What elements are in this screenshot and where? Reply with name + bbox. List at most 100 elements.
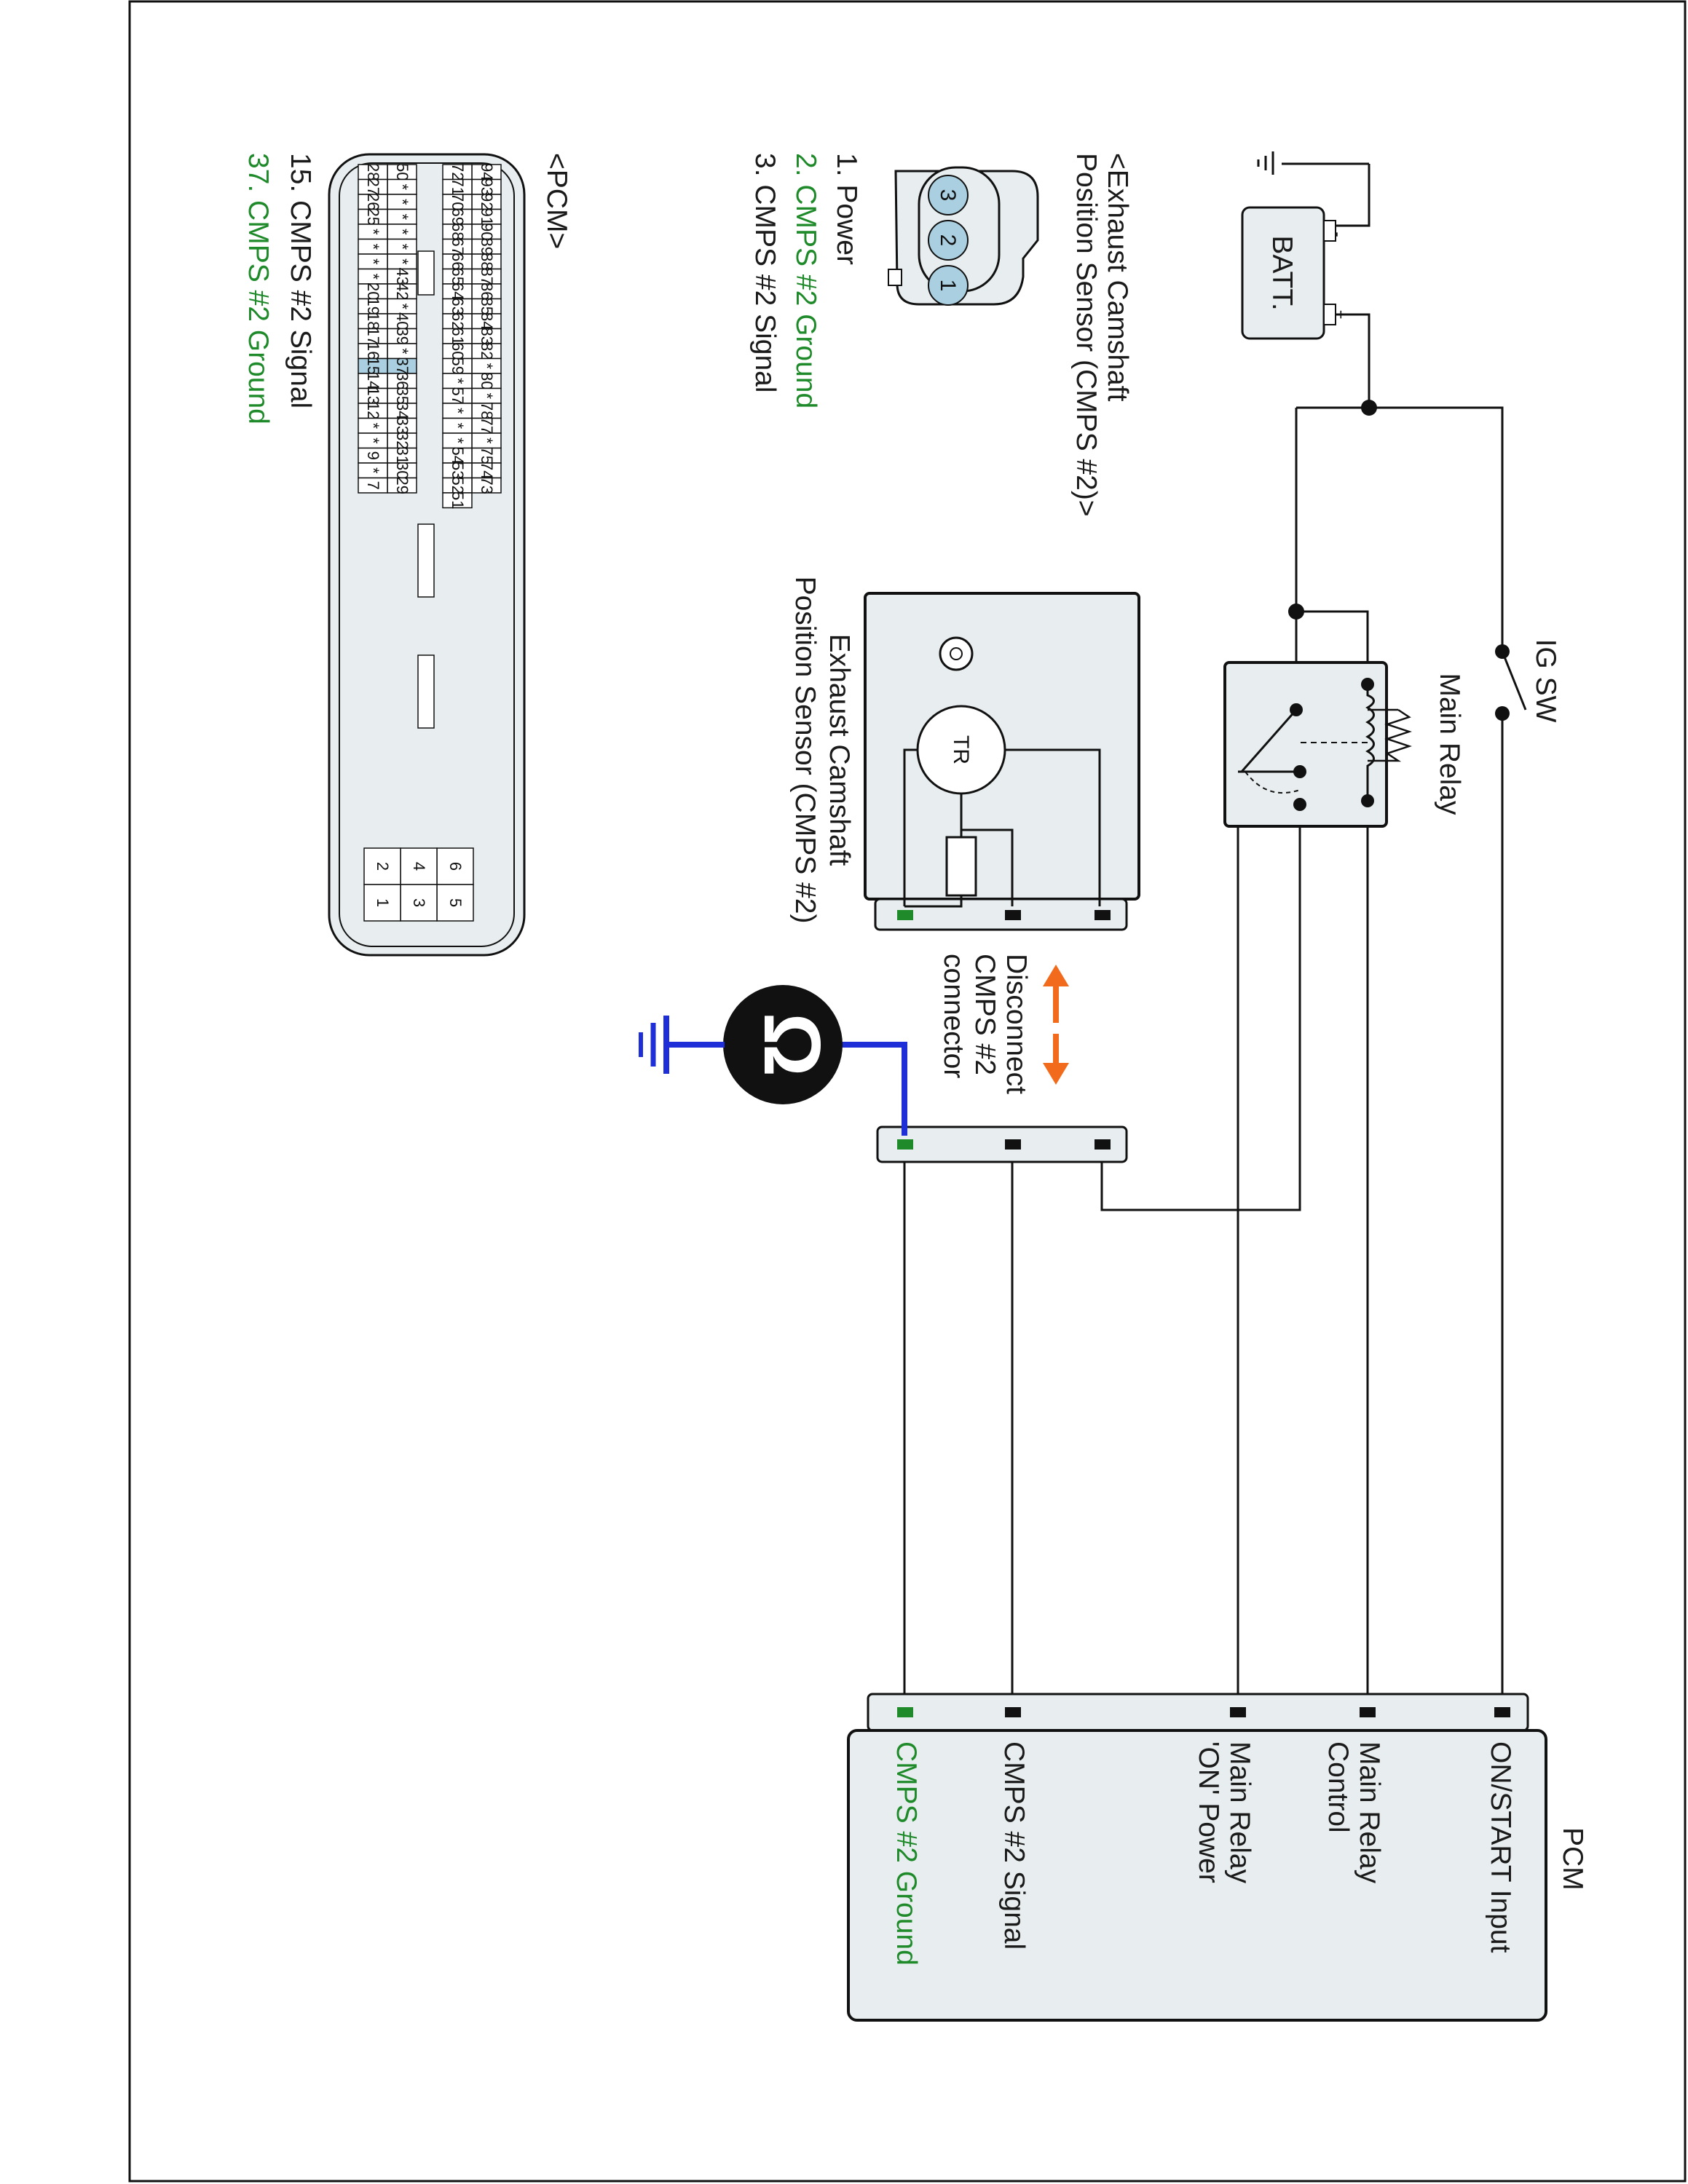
pcm-pin-number: * [364,229,382,235]
pcm-pin-grid: 94939291908988878685848382*80*7877*75747… [358,163,502,922]
ohmmeter-icon [723,985,843,1104]
pcm-terminal-label: 'ON' Power [1193,1741,1224,1883]
pcm-pin-number: 16 [364,342,382,360]
pcm-pin-number: * [393,199,411,205]
pcm-pin-number: 18 [364,312,382,330]
pcm-pin-number: 61 [449,328,467,345]
pcm-pin-number: 73 [478,477,496,494]
sensor-pin-desc: 3. CMPS #2 Signal [749,153,781,393]
ig-switch-label: IG SW [1530,639,1561,723]
pcm-pin-number: 9 [364,451,382,460]
harness-connector [876,1125,1128,1163]
pcm-pin-number: 32 [393,432,411,449]
pcm-latch [417,523,435,598]
pcm-pin-desc: 37. CMPS #2 Ground [242,153,274,424]
pcm-pin-number: * [478,438,496,444]
pcm-pin-desc: 15. CMPS #2 Signal [285,153,316,408]
wire-batt-minus [1331,164,1370,227]
pcm-pin-number: 67 [449,238,467,256]
main-relay-box [1223,661,1388,828]
pcm-pin-number: 30 [393,462,411,479]
sensor-connector-title: <Exhaust Camshaft [1102,153,1133,402]
pcm-pin-number: 53 [449,462,467,479]
pcm-pin-cell [358,477,388,494]
junction-relay [1288,604,1304,620]
main-relay: Main Relay [1223,661,1465,828]
pcm-pin-number: 94 [478,163,496,181]
pcm-pin-number: 68 [449,223,467,240]
pcm-latch [417,654,435,729]
pcm-pin-number: 80 [478,372,496,389]
pcm-pin-number: * [364,273,382,280]
exhaust-camshaft-sensor: TR Exhaust Camshaft Position Sensor (CMP… [789,577,1140,931]
battery-minus-label: - [1329,232,1347,237]
relay-switch-arm [1240,709,1298,772]
pcm-pin-number: 59 [449,357,467,375]
pcm-pin-number: 93 [478,178,496,196]
pcm-connector-face: <PCM> 94939291908988878685848382*80*7877… [242,153,572,957]
pcm-pin-number: 69 [449,208,467,226]
relay-resistor [1368,708,1412,762]
pcm-pin-number: 7 [364,481,382,490]
pcm-pin-number: 52 [449,477,467,494]
pcm-pin-number: * [364,258,382,265]
wire-relay-feed [1295,408,1369,684]
pcm-connector-strip [867,1693,1529,1732]
pcm-terminal-label: Main Relay [1354,1741,1385,1884]
pcm-pin-number: 51 [449,491,467,509]
page-frame [128,0,1687,2183]
junction-batt [1361,400,1377,416]
pcm-pin-number: 4 [410,862,428,871]
pcm-terminal-label: CMPS #2 Signal [998,1741,1030,1950]
pcm-pin-number: 89 [478,238,496,256]
meter-wire [841,1042,907,1136]
pcm-pin-number: * [449,422,467,429]
sensor-pin-desc: 1. Power [831,153,862,265]
pcm-terminal-label: Control [1322,1741,1354,1833]
svg-text:Disconnect: Disconnect [1001,954,1032,1094]
pcm-pin-number: * [393,303,411,309]
relay-coil [1365,684,1375,801]
pcm-pin-cell [363,884,401,922]
pcm-pin-number: 17 [364,328,382,345]
pcm-pin-number: 60 [449,342,467,360]
pcm-pin-number: 13 [364,387,382,405]
pcm-pin-number: 27 [364,178,382,196]
pcm-pin-cell [436,884,474,922]
pcm-module: PCM ON/START Input Main Relay Control Ma… [847,1693,1588,2022]
disconnect-arrows [1043,965,1069,1085]
pcm-pin-number: 57 [449,387,467,405]
pcm-pin-number: 54 [449,447,467,464]
pcm-pin-number: 75 [478,447,496,464]
pcm-pin-number: 20 [364,282,382,300]
sensor-connector-title: Position Sensor (CMPS #2)> [1070,153,1102,517]
pcm-pin-number: 84 [478,312,496,330]
pcm-pin-number: 88 [478,253,496,270]
svg-text:CMPS #2: CMPS #2 [969,954,1001,1075]
pcm-pin-number: * [393,213,411,220]
wires [903,164,1504,1711]
battery-plus-label: + [1332,310,1350,320]
pcm-pin-number: 3 [410,898,428,907]
pcm-pin-cell [400,884,438,922]
pcm-pin-number: * [449,438,467,444]
pcm-pin-number: 65 [449,268,467,285]
pcm-pin-number: 71 [449,178,467,196]
pcm-pin-number: 25 [364,208,382,226]
pcm-pin-number: 19 [364,298,382,315]
pcm-pin-number: 91 [478,208,496,226]
ig-switch: IG SW [1495,639,1561,723]
pcm-pin-number: * [393,183,411,190]
pcm-pin-cell [442,492,473,509]
pcm-pin-number: * [393,348,411,355]
pcm-terminal-label: Main Relay [1224,1741,1255,1884]
pcm-pin-number: * [364,243,382,250]
pcm-pin-number: * [478,392,496,399]
svg-text:3: 3 [936,189,960,202]
pcm-pin-number: 12 [364,402,382,419]
pcm-pin-number: 40 [393,312,411,330]
sensor-magnet-icon [939,636,974,671]
pcm-pin-number: 92 [478,193,496,210]
